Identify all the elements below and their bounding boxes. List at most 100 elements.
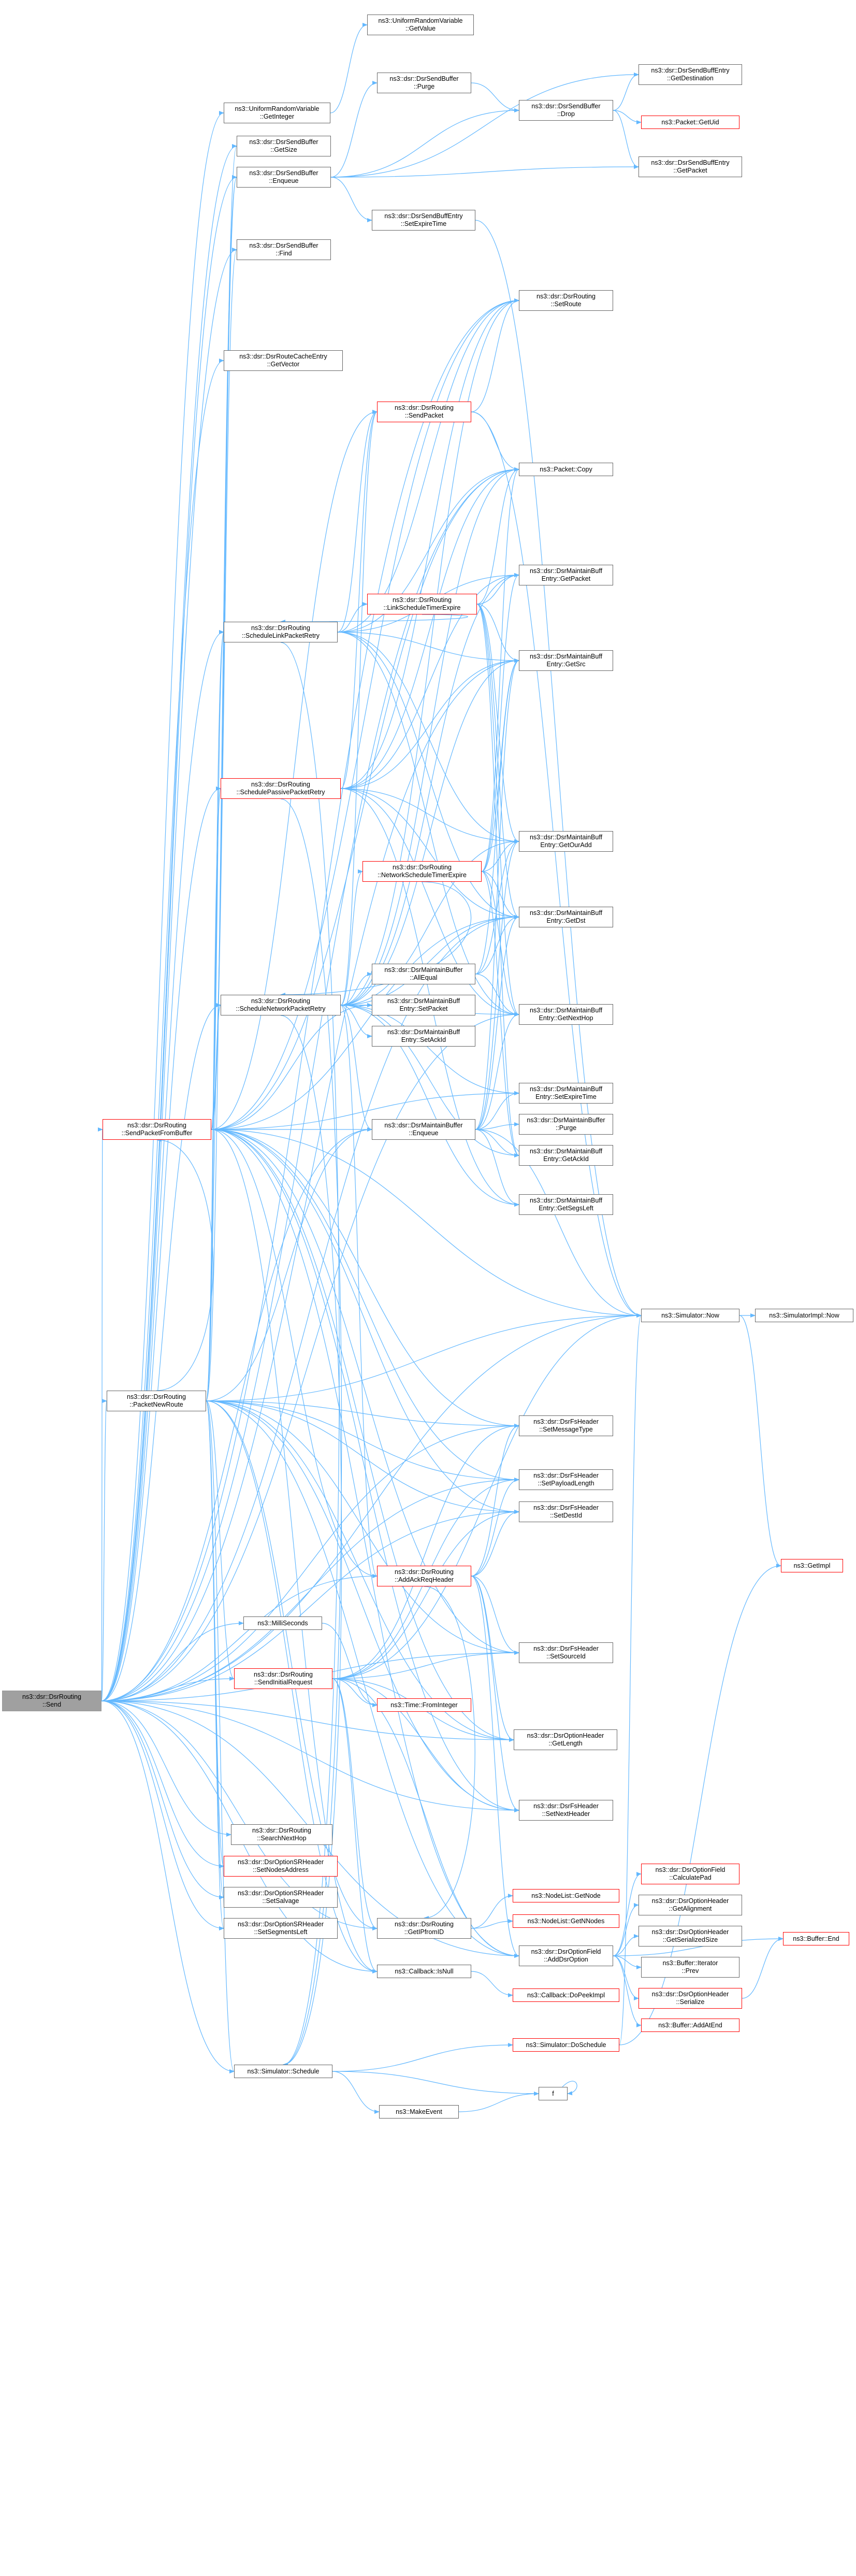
- node-f[interactable]: f: [539, 2087, 568, 2100]
- node-dsroptionsrheader-setsalvage[interactable]: ns3::dsr::DsrOptionSRHeader::SetSalvage: [224, 1887, 338, 1908]
- node-dsrsendbuffer-enqueue[interactable]: ns3::dsr::DsrSendBuffer::Enqueue: [237, 167, 331, 188]
- node-dsrmaintainbuffer-purge[interactable]: ns3::dsr::DsrMaintainBuffer::Purge: [519, 1114, 613, 1135]
- node-dsrrouting-networkscheduletimerexpire[interactable]: ns3::dsr::DsrRouting::NetworkScheduleTim…: [362, 861, 482, 882]
- edge-r_sendpacket-to-r_setroute: [471, 298, 519, 412]
- node-dsroptionfield-calculatepad[interactable]: ns3::dsr::DsrOptionField::CalculatePad: [641, 1864, 739, 1884]
- node-dsroptionheader-serialize[interactable]: ns3::dsr::DsrOptionHeader::Serialize: [639, 1988, 742, 2009]
- node-getimpl[interactable]: ns3::GetImpl: [781, 1559, 843, 1572]
- node-label-line: ns3::dsr::DsrOptionSRHeader: [237, 1858, 324, 1866]
- node-label-line: ::SendPacketFromBuffer: [121, 1129, 193, 1137]
- node-buffer-iterator-prev[interactable]: ns3::Buffer::Iterator::Prev: [641, 1957, 739, 1978]
- node-label-line: ::LinkScheduleTimerExpire: [383, 604, 461, 611]
- node-dsroptionfield-adddsroption[interactable]: ns3::dsr::DsrOptionField::AddDsrOption: [519, 1945, 613, 1966]
- node-dsrfsheader-setdestid[interactable]: ns3::dsr::DsrFsHeader::SetDestId: [519, 1501, 613, 1522]
- node-dsrfsheader-setsourceid[interactable]: ns3::dsr::DsrFsHeader::SetSourceId: [519, 1642, 613, 1663]
- edge-r_sendfrombuffer-to-callback_isnull: [211, 1129, 378, 1973]
- node-dsrrouting-sendpacketfrombuffer[interactable]: ns3::dsr::DsrRouting::SendPacketFromBuff…: [103, 1119, 211, 1140]
- edge-r_schedlink-to-packet_copy: [337, 467, 519, 633]
- node-nodelist-getnode[interactable]: ns3::NodeList::GetNode: [513, 1889, 619, 1902]
- node-makeevent[interactable]: ns3::MakeEvent: [379, 2105, 459, 2119]
- edge-send-to-r_schedpassive: [101, 786, 221, 1701]
- node-dsroptionheader-getalignment[interactable]: ns3::dsr::DsrOptionHeader::GetAlignment: [639, 1895, 742, 1915]
- edge-of_addoption-to-buffer_end: [613, 1937, 784, 1956]
- node-dsroptionsrheader-setsegmentsleft[interactable]: ns3::dsr::DsrOptionSRHeader::SetSegments…: [224, 1918, 338, 1939]
- node-dsroptionsrheader-setnodesaddress[interactable]: ns3::dsr::DsrOptionSRHeader::SetNodesAdd…: [224, 1856, 338, 1877]
- node-packet-getuid[interactable]: ns3::Packet::GetUid: [641, 116, 739, 129]
- edge-r_addackreq-to-fh_setnextheader: [471, 1576, 519, 1812]
- node-dsrrouting-getipfromid[interactable]: ns3::dsr::DsrRouting::GetIPfromID: [377, 1918, 471, 1939]
- node-simulator-now[interactable]: ns3::Simulator::Now: [641, 1309, 739, 1322]
- node-dsrsendbuffer-find[interactable]: ns3::dsr::DsrSendBuffer::Find: [237, 239, 331, 260]
- node-dsrfsheader-setnextheader[interactable]: ns3::dsr::DsrFsHeader::SetNextHeader: [519, 1800, 613, 1821]
- node-label-line: Entry::GetAckId: [543, 1155, 589, 1163]
- edge-r_addackreq-to-oh_getlength: [471, 1576, 514, 1742]
- node-dsrrouting-schedulelinkpacketretry[interactable]: ns3::dsr::DsrRouting::ScheduleLinkPacket…: [224, 622, 338, 642]
- node-buffer-addatend[interactable]: ns3::Buffer::AddAtEnd: [641, 2019, 739, 2032]
- node-callback-isnull[interactable]: ns3::Callback::IsNull: [377, 1965, 471, 1978]
- edge-r_schedpassive-to-mbe_getnexthop: [340, 788, 519, 1017]
- edge-mb_allequal-to-mbe_getdst: [475, 915, 519, 975]
- node-label-line: ns3::dsr::DsrSendBuffer: [389, 75, 459, 82]
- edge-send-to-r_addackreq: [101, 1574, 378, 1701]
- node-milliseconds[interactable]: ns3::MilliSeconds: [243, 1616, 322, 1630]
- edge-r_sendinitial-to-r_getipfromid: [332, 1678, 378, 1930]
- node-dsrmaintainbuffer-allequal[interactable]: ns3::dsr::DsrMaintainBuffer::AllEqual: [372, 964, 475, 984]
- node-simulator-schedule[interactable]: ns3::Simulator::Schedule: [234, 2065, 332, 2078]
- node-dsrrouting-packetnewroute[interactable]: ns3::dsr::DsrRouting::PacketNewRoute: [107, 1391, 206, 1411]
- node-dsrrouting-schedulepassivepacketretry[interactable]: ns3::dsr::DsrRouting::SchedulePassivePac…: [221, 778, 341, 799]
- node-dsrsendbuffer-drop[interactable]: ns3::dsr::DsrSendBuffer::Drop: [519, 100, 613, 121]
- edge-r_newroute-to-r_getipfromid: [206, 1400, 378, 1930]
- node-label-line: ::Enqueue: [409, 1129, 439, 1137]
- edge-sbe_setexpire-to-sim_now: [475, 220, 642, 1318]
- node-nodelist-getnnodes[interactable]: ns3::NodeList::GetNNodes: [513, 1914, 619, 1928]
- node-dsrrouting-sendpacket[interactable]: ns3::dsr::DsrRouting::SendPacket: [377, 402, 471, 422]
- node-label-line: ns3::dsr::DsrRouting: [22, 1693, 81, 1700]
- node-dsrrouting-sendinitialrequest[interactable]: ns3::dsr::DsrRouting::SendInitialRequest: [234, 1668, 332, 1689]
- node-dsrmaintainbuffer-enqueue[interactable]: ns3::dsr::DsrMaintainBuffer::Enqueue: [372, 1119, 475, 1140]
- node-dsrrouting-schedulenetworkpacketretry[interactable]: ns3::dsr::DsrRouting::ScheduleNetworkPac…: [221, 995, 341, 1015]
- edge-r_sendinitial-to-fh_setmsgtype: [332, 1424, 519, 1679]
- edge-r_schedpassive-to-mbe_getdst: [340, 788, 519, 919]
- node-uniformrandomvariable-getvalue[interactable]: ns3::UniformRandomVariable::GetValue: [367, 15, 474, 35]
- node-dsrfsheader-setpayloadlength[interactable]: ns3::dsr::DsrFsHeader::SetPayloadLength: [519, 1469, 613, 1490]
- node-simulatorimpl-now[interactable]: ns3::SimulatorImpl::Now: [755, 1309, 853, 1322]
- node-dsrsendbuffentry-setexpiretime[interactable]: ns3::dsr::DsrSendBuffEntry::SetExpireTim…: [372, 210, 475, 231]
- node-uniformrandomvariable-getinteger[interactable]: ns3::UniformRandomVariable::GetInteger: [224, 103, 330, 123]
- node-dsroptionheader-getserializedsize[interactable]: ns3::dsr::DsrOptionHeader::GetSerialized…: [639, 1926, 742, 1947]
- node-dsrfsheader-setmessagetype[interactable]: ns3::dsr::DsrFsHeader::SetMessageType: [519, 1415, 613, 1436]
- node-dsrrouting-send[interactable]: ns3::dsr::DsrRouting::Send: [2, 1691, 101, 1711]
- edge-r_schedlink-to-r_sendpacket: [337, 410, 378, 633]
- node-buffer-end[interactable]: ns3::Buffer::End: [783, 1932, 849, 1945]
- node-dsrsendbuffer-getsize[interactable]: ns3::dsr::DsrSendBuffer::GetSize: [237, 136, 331, 156]
- node-dsrroutecacheentry-getvector[interactable]: ns3::dsr::DsrRouteCacheEntry::GetVector: [224, 350, 343, 371]
- node-simulator-doschedule[interactable]: ns3::Simulator::DoSchedule: [513, 2038, 619, 2052]
- node-dsrsendbuffentry-getpacket[interactable]: ns3::dsr::DsrSendBuffEntry::GetPacket: [639, 156, 742, 177]
- edge-r_sendfrombuffer-to-fh_setsourceid: [211, 1129, 519, 1655]
- node-label-line: ::Purge: [555, 1124, 577, 1132]
- node-callback-dopeekimpl[interactable]: ns3::Callback::DoPeekImpl: [513, 1988, 619, 2002]
- edge-r_schedlink-to-mbe_getnexthop: [337, 632, 519, 1017]
- edge-mb_enqueue-to-sim_now: [475, 1129, 642, 1318]
- node-label-line: ::SetNextHeader: [542, 1810, 590, 1817]
- edge-mb_allequal-to-mbe_getouradd: [475, 839, 519, 975]
- node-dsrrouting-searchnexthop[interactable]: ns3::dsr::DsrRouting::SearchNextHop: [231, 1824, 332, 1845]
- node-packet-copy[interactable]: ns3::Packet::Copy: [519, 463, 613, 476]
- node-label-line: ns3::Buffer::AddAtEnd: [658, 2021, 722, 2029]
- node-time-frominteger[interactable]: ns3::Time::FromInteger: [377, 1698, 471, 1712]
- node-dsrrouting-setroute[interactable]: ns3::dsr::DsrRouting::SetRoute: [519, 290, 613, 311]
- node-dsrrouting-linkscheduletimerexpire[interactable]: ns3::dsr::DsrRouting::LinkScheduleTimerE…: [367, 594, 477, 614]
- node-dsrsendbuffentry-getdestination[interactable]: ns3::dsr::DsrSendBuffEntry::GetDestinati…: [639, 64, 742, 85]
- node-dsrrouting-addackreqheader[interactable]: ns3::dsr::DsrRouting::AddAckReqHeader: [377, 1566, 471, 1586]
- node-dsrsendbuffer-purge[interactable]: ns3::dsr::DsrSendBuffer::Purge: [377, 73, 471, 93]
- node-dsroptionheader-getlength[interactable]: ns3::dsr::DsrOptionHeader::GetLength: [514, 1729, 617, 1750]
